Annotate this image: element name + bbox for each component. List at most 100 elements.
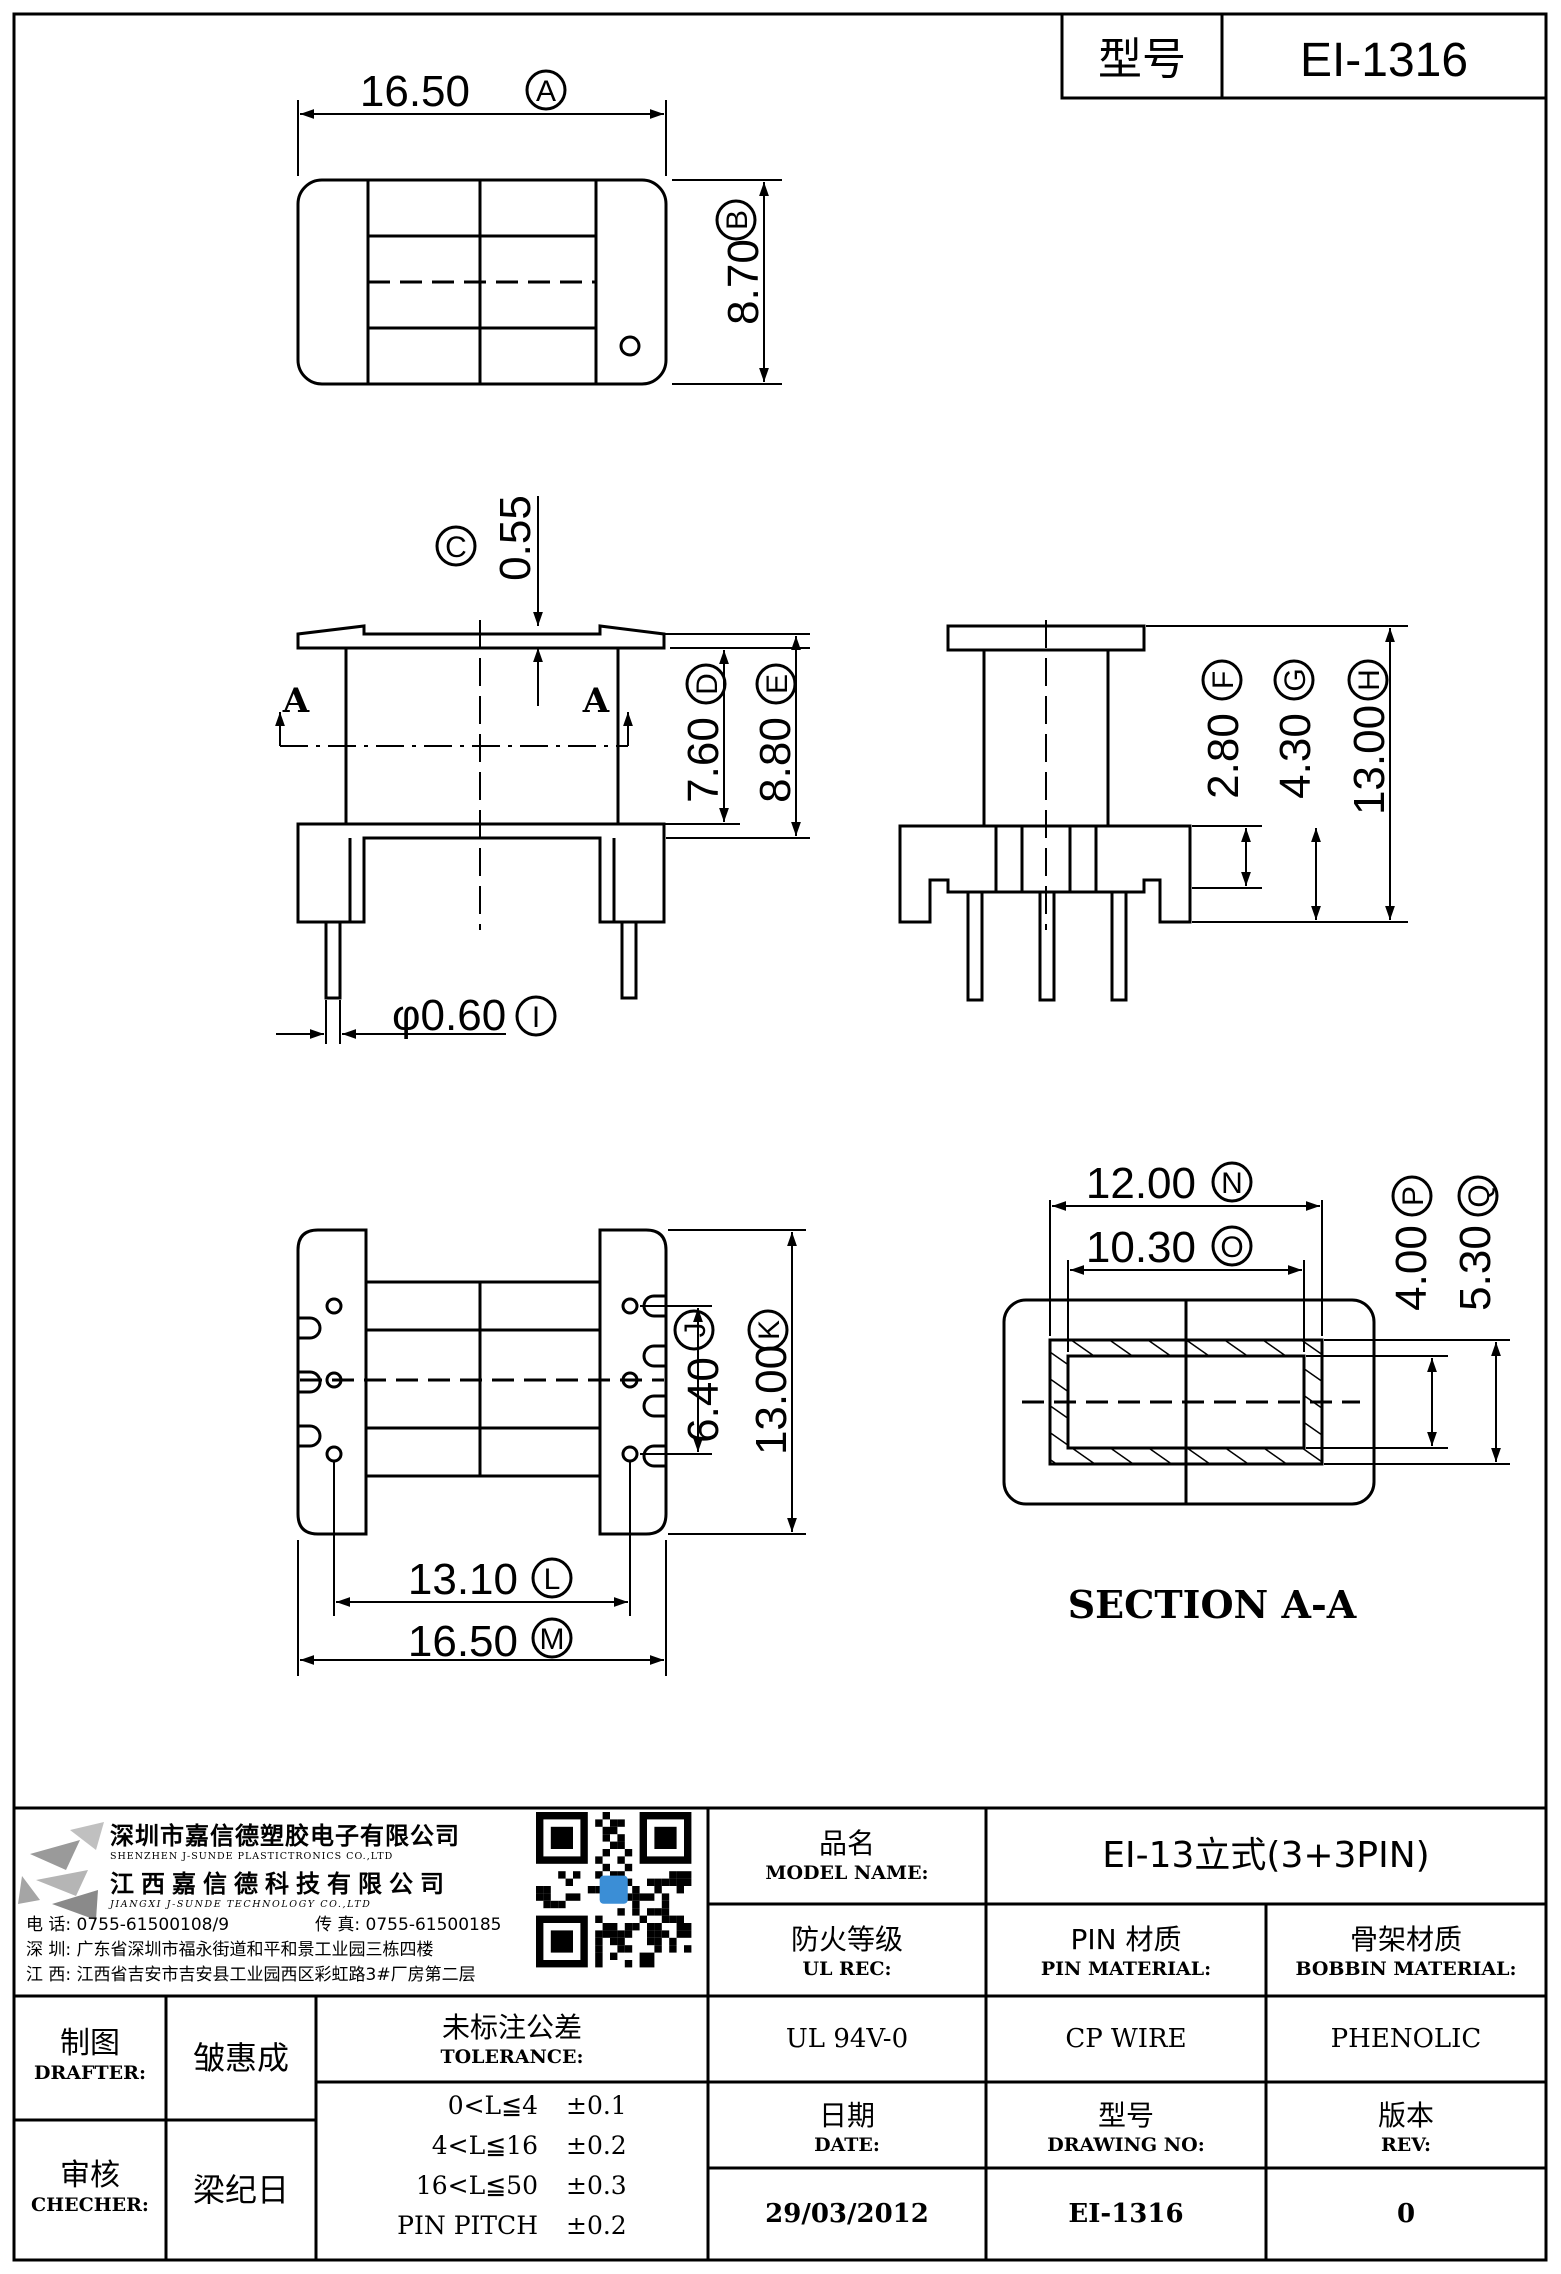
header-model-value: EI-1316 (1300, 34, 1468, 87)
cell-dwg-label: 型号 DRAWING NO: (1047, 2099, 1205, 2156)
tolerance-row: PIN PITCH±0.2 (397, 2211, 627, 2240)
svg-text:A: A (536, 75, 556, 108)
bottom-view (296, 1228, 806, 1676)
svg-text:N: N (1221, 1167, 1243, 1200)
svg-text:C: C (445, 531, 467, 564)
cell-date-value: 29/03/2012 (765, 2199, 929, 2229)
svg-text:J: J (679, 1323, 712, 1338)
tolerance-row: 4<L≦16±0.2 (431, 2131, 627, 2160)
dim-p-ref: P (1391, 1175, 1433, 1217)
dim-c-ref: C (435, 525, 477, 567)
dim-i-ref: I (515, 995, 557, 1037)
company-name-en2: JIANGXI J-SUNDE TECHNOLOGY CO.,LTD (110, 1899, 372, 1910)
dim-d-ref: D (685, 663, 727, 705)
cell-date-label: 日期 DATE: (814, 2099, 880, 2156)
sheet-border (12, 12, 1548, 2262)
top-view (296, 100, 782, 386)
dim-k-ref: K (747, 1309, 789, 1351)
cell-ul-label: 防火等级 UL REC: (790, 1923, 903, 1980)
dim-a-value: 16.50 (360, 67, 470, 116)
dim-k-value: 13.00 (747, 1345, 796, 1455)
tolerance-row: 16<L≦50±0.3 (415, 2171, 627, 2200)
company-phone: 电 话: 0755-61500108/9 (26, 1915, 230, 1935)
dim-h-value: 13.00 (1345, 705, 1394, 815)
company-fax: 传 真: 0755-61500185 (315, 1915, 502, 1935)
company-address-sz: 深 圳: 广东省深圳市福永街道和平和景工业园三栋四楼 (26, 1940, 434, 1960)
dim-l-value: 13.10 (408, 1555, 518, 1604)
company-name-cn2: 江西嘉信德科技有限公司 (110, 1870, 451, 1898)
cell-drafter-label: 制图 DRAFTER: (34, 2026, 146, 2084)
svg-text:L: L (544, 1563, 561, 1596)
dim-g-ref: G (1273, 659, 1315, 701)
svg-text:M: M (540, 1623, 565, 1656)
dim-g-value: 4.30 (1271, 713, 1320, 799)
dim-j-value: 6.40 (679, 1357, 728, 1443)
dim-q-ref: Q (1457, 1175, 1499, 1217)
company-address-jx: 江 西: 江西省吉安市吉安县工业园西区彩虹路3#厂房第二层 (26, 1965, 476, 1985)
tolerance-row: 0<L≦4±0.1 (447, 2091, 627, 2120)
dim-o-ref: O (1211, 1225, 1253, 1267)
svg-text:B: B (721, 210, 754, 230)
cell-drafter-value: 皱惠成 (192, 2039, 289, 2077)
dim-n-value: 12.00 (1086, 1159, 1196, 1208)
cell-checker-value: 梁纪日 (192, 2171, 289, 2209)
side-view (898, 620, 1408, 1002)
company-logo (18, 1822, 104, 1920)
svg-text:D: D (691, 673, 724, 695)
section-title: SECTION A-A (1068, 1582, 1357, 1627)
cell-model-name-value: EI-13立式(3+3PIN) (1102, 1835, 1430, 1876)
company-block: 深圳市嘉信德塑胶电子有限公司 SHENZHEN J-SUNDE PLASTICT… (110, 1816, 530, 1910)
svg-text:Q: Q (1463, 1184, 1496, 1207)
cell-pin-value: CP WIRE (1065, 2024, 1187, 2054)
cell-model-name-label: 品名 MODEL NAME: (765, 1827, 929, 1884)
section-mark-right: A (582, 681, 610, 721)
dim-e-value: 8.80 (751, 717, 800, 803)
dim-a-ref: A (525, 69, 567, 111)
dim-n-ref: N (1211, 1161, 1253, 1203)
dim-m-value: 16.50 (408, 1617, 518, 1666)
svg-text:O: O (1220, 1231, 1243, 1264)
svg-text:G: G (1279, 668, 1312, 691)
svg-text:K: K (753, 1320, 786, 1340)
tolerance-table: 0<L≦4±0.1 4<L≦16±0.2 16<L≦50±0.3 PIN PIT… (316, 2086, 708, 2246)
cell-rev-value: 0 (1396, 2199, 1416, 2229)
cell-bobbin-label: 骨架材质 BOBBIN MATERIAL: (1295, 1923, 1517, 1980)
section-view (1002, 1200, 1510, 1506)
cell-dwg-value: EI-1316 (1068, 2199, 1184, 2229)
svg-text:P: P (1397, 1186, 1430, 1206)
cell-pin-label: PIN 材质 PIN MATERIAL: (1040, 1923, 1212, 1980)
dim-o-value: 10.30 (1086, 1223, 1196, 1272)
dim-q-value: 5.30 (1451, 1225, 1500, 1311)
section-mark-left: A (282, 681, 310, 721)
header-model-label: 型号 (1098, 34, 1186, 85)
dim-h-ref: H (1347, 659, 1389, 701)
dim-p-value: 4.00 (1387, 1225, 1436, 1311)
dim-b-ref: B (715, 199, 757, 241)
header-box: 型号 EI-1316 (1060, 12, 1548, 100)
svg-text:H: H (1353, 669, 1386, 691)
dim-j-ref: J (673, 1309, 715, 1351)
dim-m-ref: M (531, 1617, 573, 1659)
cell-tolerance-label: 未标注公差 TOLERANCE: (440, 2011, 584, 2068)
svg-text:F: F (1207, 671, 1240, 689)
cell-ul-value: UL 94V-0 (785, 2024, 909, 2054)
qr-code (536, 1812, 692, 1968)
dim-f-ref: F (1201, 659, 1243, 701)
dim-f-value: 2.80 (1199, 713, 1248, 799)
cell-rev-label: 版本 REV: (1377, 2099, 1434, 2156)
cell-checker-label: 审核 CHECHER: (31, 2158, 149, 2216)
title-block-lines (14, 1806, 1546, 2260)
svg-text:I: I (532, 1001, 540, 1034)
dim-d-value: 7.60 (679, 717, 728, 803)
dim-e-ref: E (755, 663, 797, 705)
company-name-en1: SHENZHEN J-SUNDE PLASTICTRONICS CO.,LTD (110, 1851, 394, 1862)
dim-b-value: 8.70 (719, 239, 768, 325)
dim-l-ref: L (531, 1557, 573, 1599)
svg-text:E: E (761, 674, 794, 694)
company-contacts: 电 话: 0755-61500108/9 传 真: 0755-61500185 深… (26, 1910, 501, 1985)
dim-i-value: φ0.60 (392, 991, 506, 1040)
dim-c-value: 0.55 (491, 495, 540, 581)
front-view (275, 496, 810, 1044)
company-name-cn1: 深圳市嘉信德塑胶电子有限公司 (110, 1822, 460, 1850)
